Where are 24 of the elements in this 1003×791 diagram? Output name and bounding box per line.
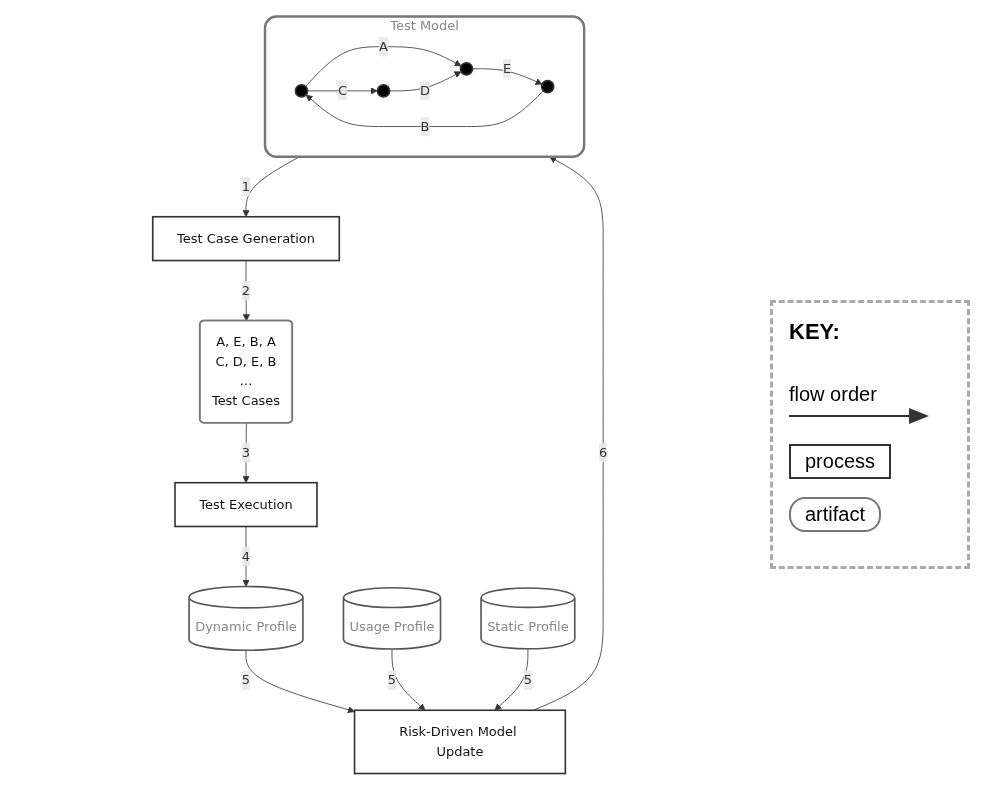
node-box: Risk-Driven Model Update	[353, 709, 567, 775]
edge-label: B	[420, 118, 430, 134]
process-sample: process	[789, 444, 892, 479]
node-circle	[376, 84, 391, 98]
legend-heading: KEY:	[789, 319, 840, 345]
edge-label: 3	[241, 444, 251, 460]
node-circle	[540, 79, 555, 94]
node-circle	[294, 84, 309, 98]
edge-label: C	[337, 82, 348, 99]
artifact-sample: artifact	[789, 497, 882, 532]
edge-label: A	[379, 38, 388, 54]
node-circle	[459, 61, 474, 76]
edge-label: 4	[241, 548, 251, 564]
edge-label: E	[502, 60, 512, 77]
edge-label: 5	[523, 672, 533, 688]
node-box: Test Case Generation	[151, 215, 341, 262]
edge-label: 2	[241, 282, 251, 298]
edge-label: 6	[599, 444, 608, 460]
edge-label: 1	[241, 178, 251, 195]
edge-label: D	[420, 82, 430, 99]
node-box: Test Execution	[174, 481, 318, 528]
edge-label: 5	[387, 672, 397, 688]
edge-label: 5	[241, 672, 251, 688]
legend-text: flow order	[789, 383, 877, 406]
